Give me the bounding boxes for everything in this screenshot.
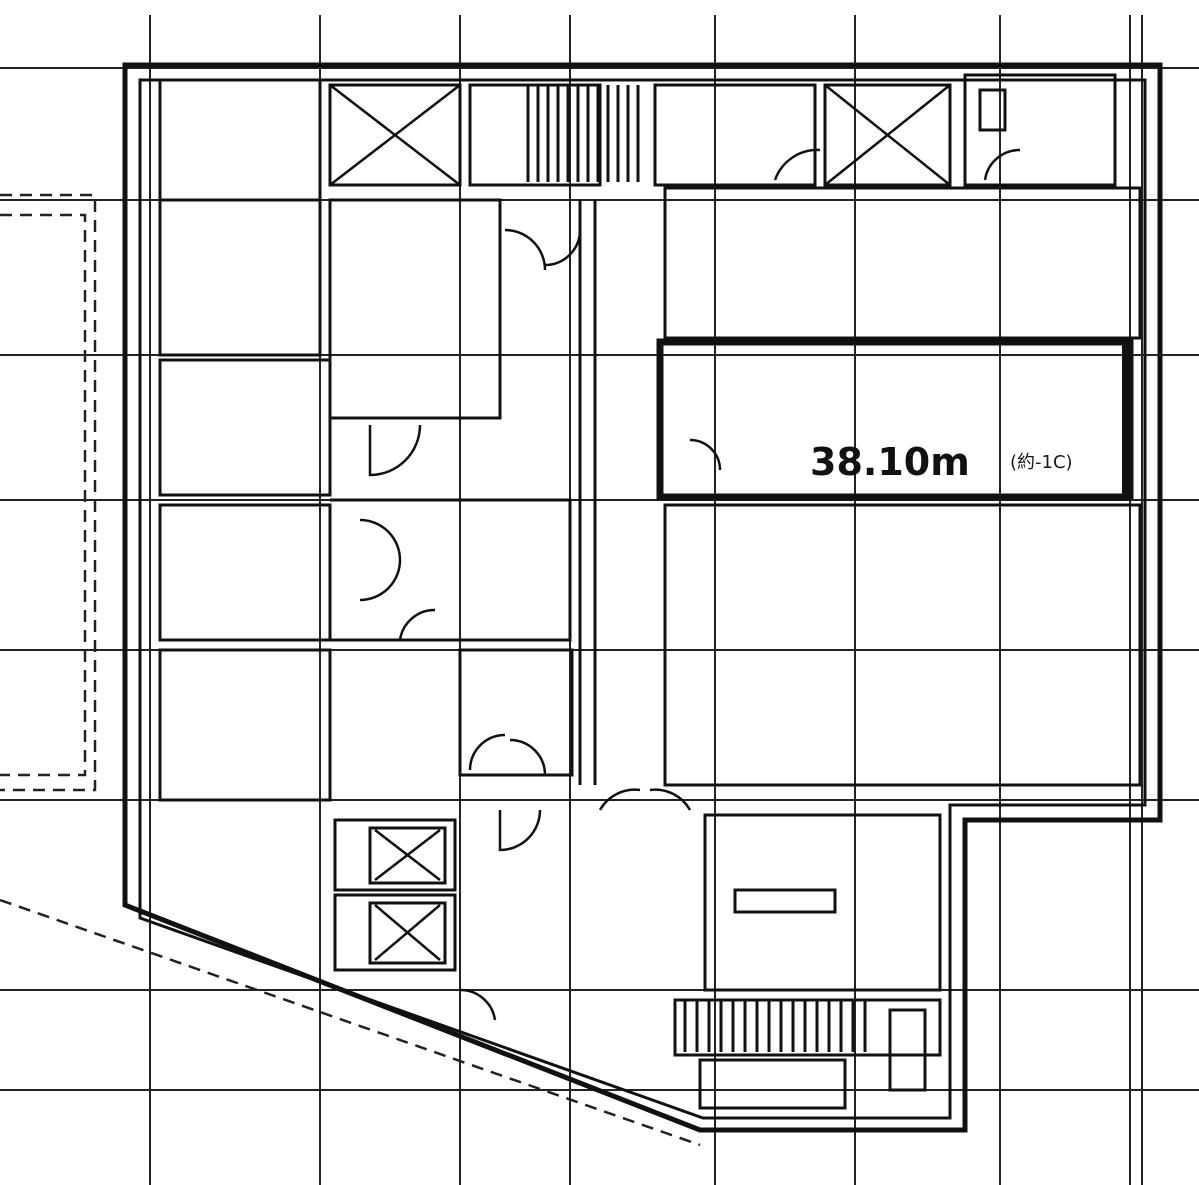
corridor: [578, 200, 597, 785]
exterior-walls: [122, 62, 1163, 1133]
site-boundary: [0, 193, 701, 1147]
structural-grid: [0, 15, 1199, 1185]
left-rooms: [158, 78, 574, 802]
tenant-area-label: 38.10m: [810, 440, 970, 484]
tenant-block: [656, 186, 1142, 787]
top-stair: [526, 85, 640, 182]
tenant-area-note: (約-1C): [1010, 452, 1073, 473]
lower-stair: [683, 1000, 867, 1052]
lower-core: [333, 813, 942, 1110]
top-core: [328, 73, 1117, 187]
door-swings: [359, 148, 1021, 1021]
